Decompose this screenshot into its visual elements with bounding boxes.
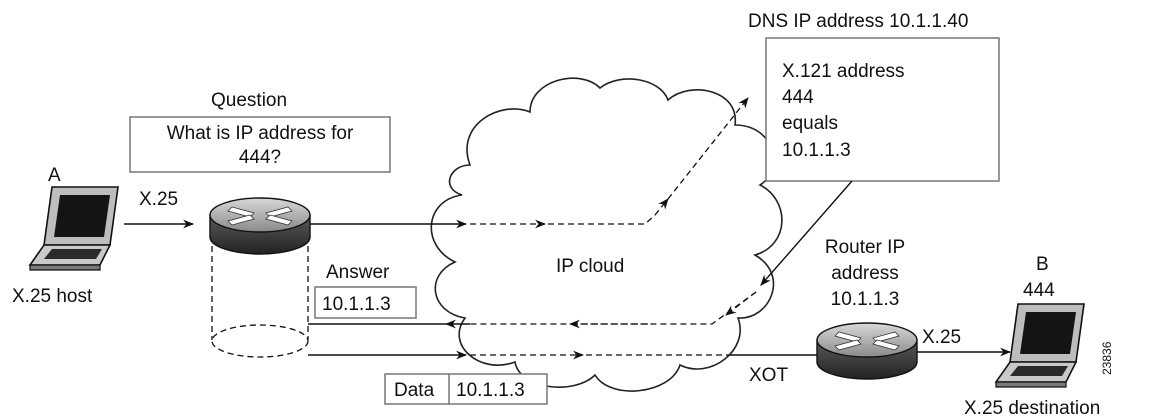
- request-dashed-to-dns: [667, 97, 749, 200]
- answer-value: 10.1.1.3: [322, 294, 391, 315]
- reply-dashed-path: [470, 291, 757, 325]
- question-line-2: 444?: [239, 147, 281, 168]
- ip-cloud: [430, 77, 783, 392]
- dns-title: DNS IP address 10.1.1.40: [748, 11, 968, 32]
- data-value: 10.1.1.3: [456, 380, 525, 401]
- data-box: [384, 373, 548, 405]
- dns-line-1: X.121 address: [782, 61, 905, 82]
- answer-heading: Answer: [326, 262, 390, 283]
- data-key: Data: [394, 380, 435, 401]
- host-a-letter: A: [48, 165, 61, 186]
- dns-line-3: equals: [782, 113, 838, 134]
- ip-cloud-label: IP cloud: [556, 256, 624, 277]
- router-b-line-1: Router IP: [825, 237, 905, 258]
- host-b-number: 444: [1023, 280, 1055, 301]
- xot-label: XOT: [749, 365, 788, 386]
- reply-dashed-arrow-1: [725, 291, 757, 316]
- router-b-line-3: 10.1.1.3: [831, 289, 900, 310]
- x25-link-b: X.25: [922, 327, 961, 348]
- laptop-b-icon: [995, 303, 1085, 388]
- router-a-tunnel-base: [211, 324, 309, 358]
- request-dashed-arrow-up: [654, 198, 669, 216]
- dns-line-4: 10.1.1.3: [782, 140, 851, 161]
- dns-line-2: 444: [782, 87, 814, 108]
- router-b-line-2: address: [831, 263, 899, 284]
- request-dashed-path: [548, 214, 656, 225]
- router-b-icon: [816, 322, 918, 380]
- figure-id: 23836: [1100, 341, 1114, 375]
- router-a-tunnel: [211, 236, 309, 340]
- dns-box: [765, 37, 1000, 182]
- reply-solid-from-dns: [760, 180, 853, 286]
- question-box: [129, 116, 391, 173]
- answer-box: [314, 286, 417, 319]
- host-b-caption: X.25 destination: [964, 398, 1100, 417]
- host-b-letter: B: [1036, 254, 1049, 275]
- x25-link-a: X.25: [139, 189, 178, 210]
- host-a-caption: X.25 host: [12, 286, 93, 307]
- question-heading: Question: [211, 90, 287, 111]
- laptop-a-icon: [29, 186, 119, 271]
- question-line-1: What is IP address for: [167, 123, 354, 144]
- router-a-icon: [209, 197, 311, 255]
